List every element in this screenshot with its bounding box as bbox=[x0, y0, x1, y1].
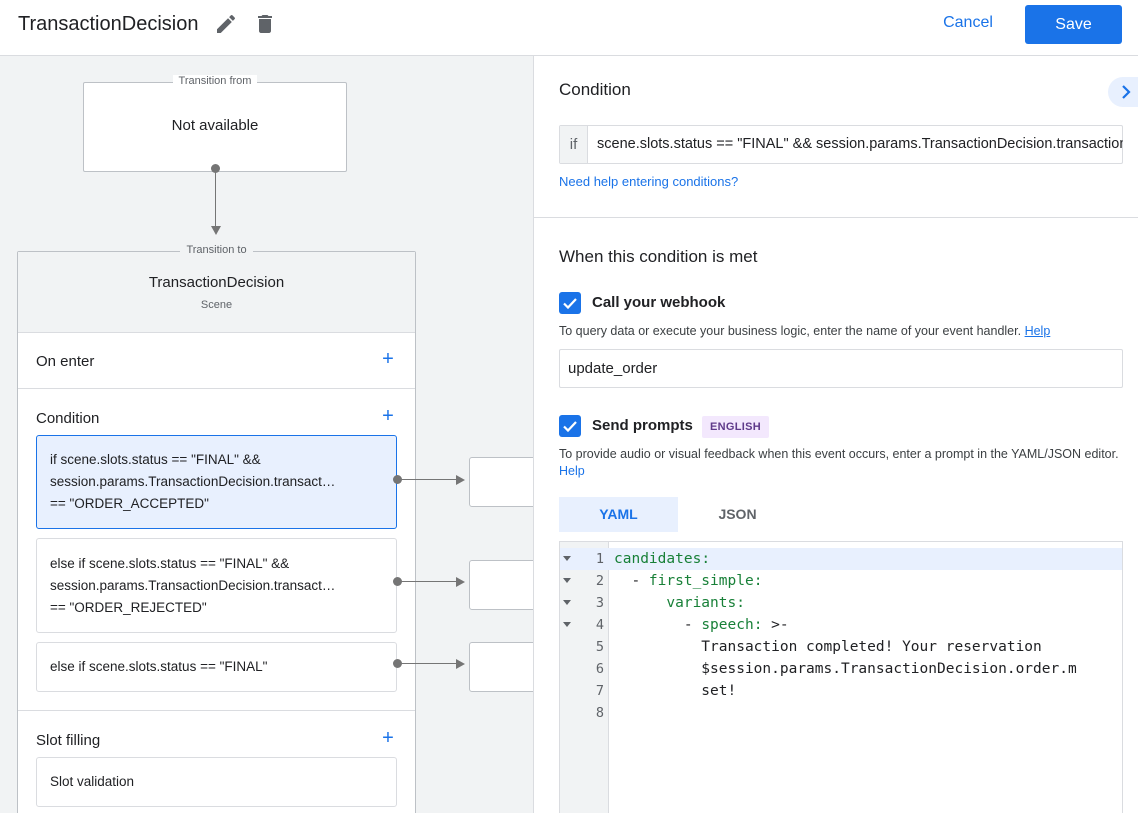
fold-arrow-icon[interactable] bbox=[563, 556, 571, 561]
condition-item-3[interactable]: else if scene.slots.status == "FINAL" bbox=[36, 642, 397, 692]
code-line[interactable]: 8 bbox=[595, 705, 604, 721]
save-button[interactable]: Save bbox=[1025, 5, 1122, 44]
scene-title: TransactionDecision bbox=[18, 13, 199, 35]
code-line[interactable]: 6 $session.params.TransactionDecision.or… bbox=[595, 661, 1077, 677]
code-line[interactable]: 1 candidates: bbox=[560, 548, 1122, 570]
fold-arrow-icon[interactable] bbox=[563, 600, 571, 605]
prompts-help-link[interactable]: Help bbox=[559, 464, 585, 478]
arrow-down-icon bbox=[211, 226, 221, 235]
cancel-button[interactable]: Cancel bbox=[943, 14, 993, 31]
webhook-handler-input[interactable]: update_order bbox=[559, 349, 1123, 388]
condition-text: session.params.TransactionDecision.trans… bbox=[50, 474, 336, 489]
condition-text: == "ORDER_ACCEPTED" bbox=[50, 496, 209, 511]
slot-validation-label: Slot validation bbox=[50, 774, 135, 789]
pencil-icon[interactable] bbox=[214, 12, 238, 36]
condition-value[interactable]: scene.slots.status == "FINAL" && session… bbox=[597, 136, 1123, 152]
connector-dot bbox=[393, 475, 402, 484]
add-slot-icon[interactable]: + bbox=[382, 727, 394, 749]
scene-type: Scene bbox=[200, 299, 233, 311]
connector-dot bbox=[393, 659, 402, 668]
connector-line bbox=[401, 479, 457, 480]
arrow-right-icon bbox=[456, 659, 465, 669]
condition-label[interactable]: Condition bbox=[36, 410, 100, 427]
help-conditions-link[interactable]: Need help entering conditions? bbox=[559, 174, 739, 189]
prompts-description: To provide audio or visual feedback when… bbox=[559, 447, 1119, 461]
connector-line bbox=[215, 172, 216, 226]
language-badge: ENGLISH bbox=[702, 416, 769, 438]
transition-from-value: Not available bbox=[171, 117, 259, 134]
condition-title: Condition bbox=[559, 80, 631, 99]
divider bbox=[18, 710, 415, 711]
send-prompts-label[interactable]: Send prompts bbox=[592, 417, 693, 434]
condition-editor-panel: Condition if scene.slots.status == "FINA… bbox=[533, 56, 1138, 813]
scene-name: TransactionDecision bbox=[148, 274, 285, 291]
tab-json[interactable]: JSON bbox=[718, 506, 757, 522]
condition-text: == "ORDER_REJECTED" bbox=[50, 600, 207, 615]
connector-line bbox=[401, 663, 457, 664]
target-scene-box[interactable] bbox=[469, 457, 533, 507]
add-on-enter-icon[interactable]: + bbox=[382, 348, 394, 370]
call-webhook-label[interactable]: Call your webhook bbox=[592, 294, 726, 311]
condition-text: else if scene.slots.status == "FINAL" bbox=[50, 659, 268, 674]
on-enter-label[interactable]: On enter bbox=[36, 353, 95, 370]
divider bbox=[18, 388, 415, 389]
slot-validation-item[interactable]: Slot validation bbox=[36, 757, 397, 807]
target-scene-box[interactable] bbox=[469, 560, 533, 610]
condition-text: if scene.slots.status == "FINAL" && bbox=[50, 452, 261, 467]
transition-from-box: Transition from Not available bbox=[83, 75, 347, 172]
call-webhook-checkbox[interactable] bbox=[559, 292, 581, 314]
check-icon bbox=[563, 298, 577, 310]
add-condition-icon[interactable]: + bbox=[382, 405, 394, 427]
condition-input[interactable]: if scene.slots.status == "FINAL" && sess… bbox=[559, 125, 1123, 164]
connector-line bbox=[401, 581, 457, 582]
code-line[interactable]: 5 Transaction completed! Your reservatio… bbox=[595, 639, 1042, 655]
collapse-panel-button[interactable] bbox=[1108, 77, 1138, 107]
editor-gutter bbox=[560, 542, 609, 813]
code-editor[interactable]: 1 candidates: 2 - first_simple: 3 varian… bbox=[559, 541, 1123, 813]
condition-item-1[interactable]: if scene.slots.status == "FINAL" && sess… bbox=[36, 435, 397, 529]
check-icon bbox=[563, 421, 577, 433]
fold-arrow-icon[interactable] bbox=[563, 622, 571, 627]
chevron-right-icon bbox=[1122, 85, 1131, 99]
flow-canvas[interactable]: Transition from Not available Transition… bbox=[0, 56, 533, 813]
code-line[interactable]: 3 variants: bbox=[560, 592, 1122, 614]
code-line[interactable]: 4 - speech: >- bbox=[560, 614, 1122, 636]
scene-header[interactable]: Transition to TransactionDecision Scene bbox=[18, 244, 415, 333]
code-line[interactable]: 2 - first_simple: bbox=[560, 570, 1122, 592]
if-label: if bbox=[560, 126, 588, 163]
connector-dot bbox=[393, 577, 402, 586]
webhook-help-link[interactable]: Help bbox=[1024, 324, 1051, 338]
when-met-title: When this condition is met bbox=[559, 247, 758, 266]
top-bar: TransactionDecision Cancel Save bbox=[0, 0, 1138, 56]
arrow-right-icon bbox=[456, 475, 465, 485]
scene-card: Transition to TransactionDecision Scene … bbox=[17, 244, 416, 813]
condition-item-2[interactable]: else if scene.slots.status == "FINAL" &&… bbox=[36, 538, 397, 633]
divider bbox=[534, 217, 1138, 218]
condition-text: session.params.TransactionDecision.trans… bbox=[50, 578, 336, 593]
tab-yaml[interactable]: YAML bbox=[559, 497, 678, 532]
webhook-description: To query data or execute your business l… bbox=[559, 324, 1022, 338]
arrow-right-icon bbox=[456, 577, 465, 587]
target-scene-box[interactable] bbox=[469, 642, 533, 692]
slot-filling-label[interactable]: Slot filling bbox=[36, 732, 101, 749]
transition-to-label: Transition to bbox=[180, 244, 253, 256]
transition-from-label: Transition from bbox=[172, 75, 258, 87]
send-prompts-checkbox[interactable] bbox=[559, 415, 581, 437]
trash-icon[interactable] bbox=[253, 12, 277, 36]
code-line[interactable]: 7 set! bbox=[595, 683, 737, 699]
fold-arrow-icon[interactable] bbox=[563, 578, 571, 583]
connector-dot bbox=[211, 164, 220, 173]
condition-text: else if scene.slots.status == "FINAL" && bbox=[50, 556, 290, 571]
